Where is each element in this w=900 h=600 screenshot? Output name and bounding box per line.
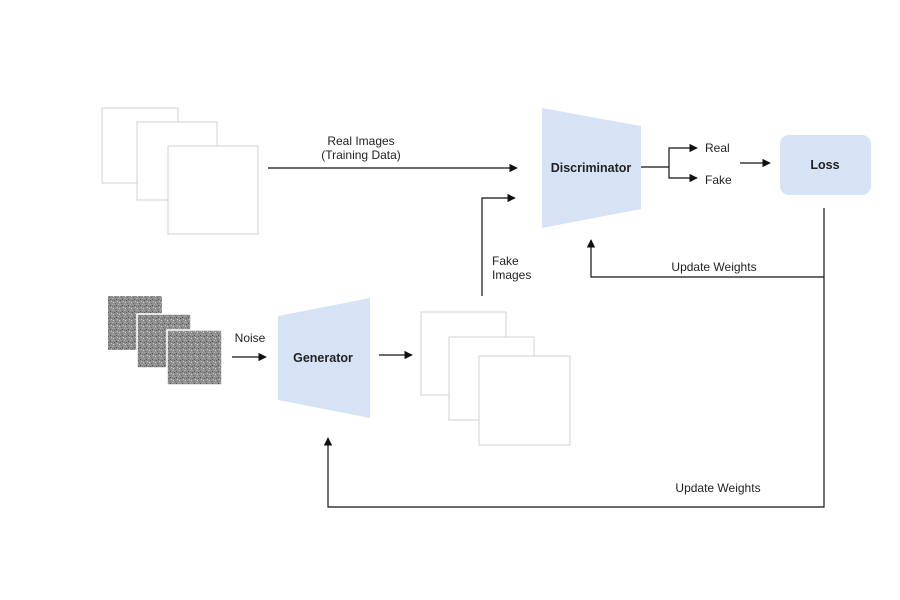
real-images-stack <box>101 107 259 235</box>
fake-images-label-line1: Fake <box>492 254 519 268</box>
update-weights-discriminator-label: Update Weights <box>671 260 756 274</box>
fake-output-arrow <box>668 167 698 183</box>
fake-images-stack <box>420 311 571 446</box>
fake-images-arrow <box>481 193 516 296</box>
loss-label: Loss <box>810 158 839 172</box>
noise-label: Noise <box>235 331 266 345</box>
generator-update-arrow <box>323 277 825 508</box>
fake-output-label: Fake <box>705 173 732 187</box>
fake-images-label-line2: Images <box>492 268 531 282</box>
discriminator-label: Discriminator <box>551 161 632 175</box>
real-output-label: Real <box>705 141 730 155</box>
discriminator-update-arrow <box>586 208 825 278</box>
real-images-label: Real Images <box>327 134 394 148</box>
noise-stack <box>108 296 223 386</box>
generator-label: Generator <box>293 351 353 365</box>
training-data-label: (Training Data) <box>321 148 401 162</box>
noise-patch-3 <box>166 329 223 386</box>
generator-block <box>278 298 370 418</box>
update-weights-generator-label: Update Weights <box>675 481 760 495</box>
discriminator-block <box>542 108 641 228</box>
real-output-arrow <box>668 143 698 167</box>
loss-block <box>780 135 871 195</box>
